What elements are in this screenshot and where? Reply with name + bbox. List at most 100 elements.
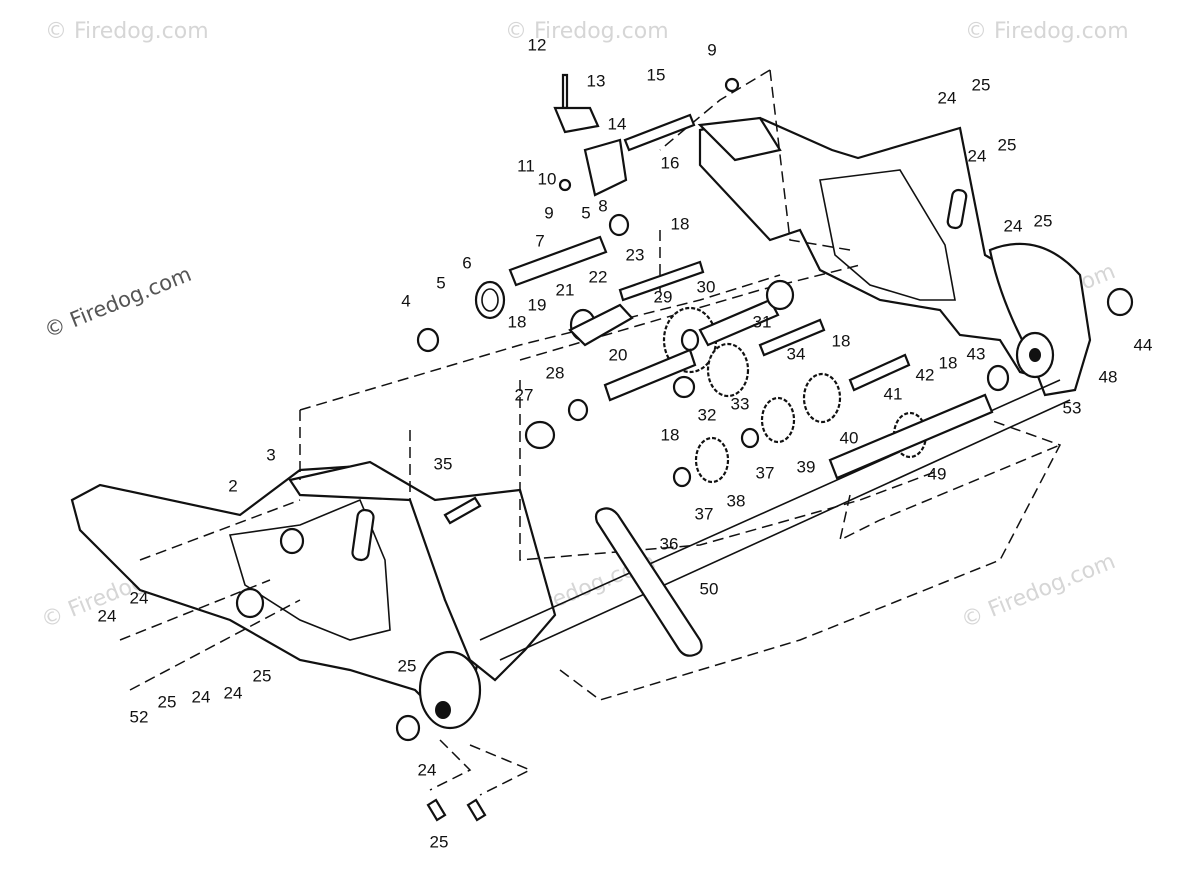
callout-6: 6 <box>462 253 471 272</box>
bolt-51a <box>426 798 447 822</box>
callout-36: 36 <box>660 534 679 553</box>
shaft-30 <box>698 298 780 347</box>
callout-25-left-3: 52 <box>130 707 149 726</box>
callout-43: 43 <box>967 344 986 363</box>
callout-40: 40 <box>840 428 859 447</box>
callout-12: 12 <box>528 35 547 54</box>
callout-25-right-1: 25 <box>972 75 991 94</box>
lever-13 <box>553 106 600 134</box>
callout-3: 3 <box>266 445 275 464</box>
callout-24-left-2: 25 <box>253 666 272 685</box>
pin-12 <box>561 73 569 110</box>
callout-25-left-2: 24 <box>224 683 243 702</box>
callout-53-left: 25 <box>398 656 417 675</box>
callout-19: 19 <box>528 295 547 314</box>
callout-5-lower: 5 <box>436 273 445 292</box>
callout-24-left-1: 24 <box>130 588 149 607</box>
callout-50: 50 <box>700 579 719 598</box>
callout-15: 15 <box>647 65 666 84</box>
left-plate-slot <box>351 508 375 562</box>
callout-35: 35 <box>434 454 453 473</box>
callout-49: 49 <box>928 464 947 483</box>
callout-14: 14 <box>608 114 627 133</box>
coupler-27 <box>524 420 556 450</box>
callout-44-left: 24 <box>418 760 437 779</box>
callout-7: 7 <box>535 231 544 250</box>
bushing-43 <box>986 364 1010 392</box>
callout-44-right: 44 <box>1134 335 1153 354</box>
bearing-31 <box>765 279 795 311</box>
shaft-41 <box>848 353 911 392</box>
callout-5-upper: 5 <box>581 203 590 222</box>
bushing-4 <box>416 327 440 353</box>
callout-2: 2 <box>228 476 237 495</box>
bushing-37a <box>740 427 760 449</box>
right-side-plate-inner <box>819 169 956 301</box>
callout-51: 25 <box>430 832 449 851</box>
axle-49 <box>828 393 994 480</box>
callout-52: 24 <box>192 687 211 706</box>
callout-27: 27 <box>515 385 534 404</box>
callout-25-left-1: 24 <box>98 606 117 625</box>
chain-50 <box>594 507 703 657</box>
callout-42: 42 <box>916 365 935 384</box>
bolt-35 <box>443 496 482 525</box>
bushing-44-left <box>395 714 421 742</box>
callout-24-right-3: 24 <box>1004 216 1023 235</box>
callout-34: 34 <box>787 344 806 363</box>
callout-37-right: 37 <box>756 463 775 482</box>
callout-29: 29 <box>654 287 673 306</box>
shaft-23 <box>618 260 705 302</box>
bracket-20 <box>568 303 634 347</box>
washer-9-left <box>558 178 572 192</box>
callout-9-top: 9 <box>707 40 716 59</box>
sprocket-33 <box>706 342 750 398</box>
callout-41: 41 <box>884 384 903 403</box>
callout-8: 8 <box>598 196 607 215</box>
sprocket-39 <box>760 396 796 444</box>
bolt-51b <box>466 798 487 822</box>
center-gear-case <box>288 460 557 682</box>
shaft-7 <box>508 235 608 287</box>
callout-28: 28 <box>546 363 565 382</box>
bushing-37b <box>672 466 692 488</box>
callout-18-mid-right: 18 <box>832 331 851 350</box>
callout-11: 11 <box>517 156 535 175</box>
callout-33: 33 <box>731 394 750 413</box>
watermark-top-center: © Firedog.com <box>505 19 669 44</box>
left-plate-hole-upper <box>279 527 305 555</box>
callout-38: 38 <box>727 491 746 510</box>
bushing-32 <box>672 375 696 399</box>
callout-53-right: 53 <box>1063 398 1082 417</box>
washer-9-top <box>724 77 740 93</box>
callout-21: 21 <box>556 280 575 299</box>
callout-39: 39 <box>797 457 816 476</box>
callout-24-right-2: 24 <box>968 146 987 165</box>
watermark-bottom-right: © Firedog.com <box>958 549 1119 633</box>
callout-9-left: 9 <box>544 203 553 222</box>
watermark-top-right: © Firedog.com <box>965 19 1129 44</box>
left-chain-case-inner <box>228 498 391 641</box>
callout-24-left-3: 25 <box>158 692 177 711</box>
callout-32: 32 <box>698 405 717 424</box>
block-14 <box>583 138 628 197</box>
left-bearing-53 <box>418 650 482 730</box>
callout-10: 10 <box>538 169 557 188</box>
drive-components <box>395 73 1134 822</box>
bushing-28 <box>567 398 589 422</box>
callouts: 12 13 15 9 14 11 10 16 9 5 8 18 7 23 6 5… <box>98 35 1153 851</box>
rod-16 <box>623 113 696 152</box>
callout-31: 31 <box>753 312 772 331</box>
callout-23: 23 <box>626 245 645 264</box>
callout-30: 30 <box>697 277 716 296</box>
gear-6 <box>474 280 506 320</box>
callout-18-right: 18 <box>939 353 958 372</box>
callout-18-left: 18 <box>508 312 527 331</box>
sprocket-38 <box>694 436 730 484</box>
callout-25-right-2: 25 <box>998 135 1017 154</box>
callout-22: 22 <box>589 267 608 286</box>
tine-housing-frame <box>70 116 1092 730</box>
watermark-main: © Firedog.com <box>41 262 195 343</box>
watermark-top-left: © Firedog.com <box>45 19 209 44</box>
